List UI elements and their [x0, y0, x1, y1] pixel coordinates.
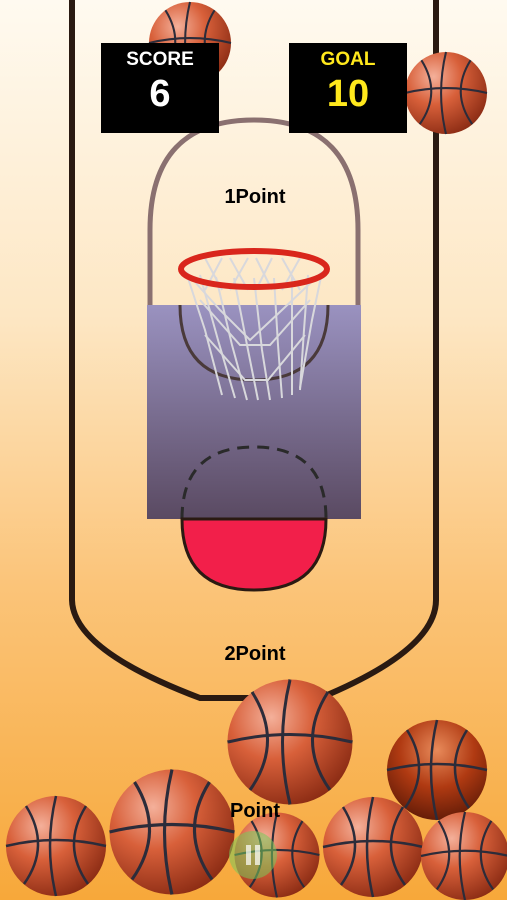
key-arch — [147, 117, 361, 305]
pause-icon — [255, 845, 260, 865]
score-box: SCORE 6 — [101, 43, 219, 133]
basketball-icon — [419, 810, 507, 900]
two-point-label: 2Point — [224, 643, 286, 665]
basketball-icon — [321, 795, 425, 899]
three-point-label: Point — [230, 800, 280, 822]
backboard — [147, 305, 361, 519]
score-label: SCORE — [126, 49, 194, 70]
one-point-label: 1Point — [224, 186, 286, 208]
score-value: 6 — [149, 73, 171, 115]
basketball-icon[interactable] — [225, 677, 355, 807]
goal-value: 10 — [326, 73, 370, 115]
target-zone[interactable] — [180, 517, 328, 592]
basketball-icon — [107, 767, 237, 897]
hoop-rim — [178, 248, 330, 290]
outer-court-line — [69, 0, 439, 701]
goal-label: GOAL — [320, 49, 376, 70]
hoop-net — [185, 257, 323, 401]
pause-icon — [246, 845, 251, 865]
pause-button[interactable] — [229, 831, 277, 879]
basketball-icon — [4, 794, 108, 898]
basketball-icon — [386, 719, 488, 821]
basketball-icon — [403, 50, 489, 136]
goal-box: GOAL 10 — [289, 43, 407, 133]
